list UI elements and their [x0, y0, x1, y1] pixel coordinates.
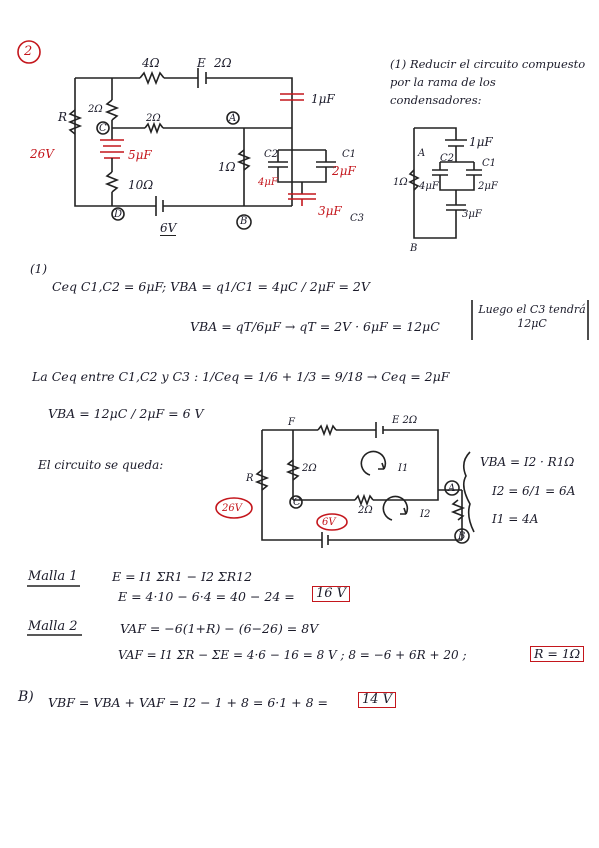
- c2-c1-value: 2μF: [478, 181, 498, 192]
- c1-r-10: 10Ω: [128, 178, 154, 192]
- c1-c3-label: C3: [350, 213, 365, 224]
- c1-c2-label: C2: [264, 149, 279, 160]
- partB-eq: VBF = VBA + VAF = I2 − 1 + 8 = 6·1 + 8 =: [48, 695, 329, 710]
- c1-node-a: A: [229, 113, 237, 124]
- c2-c2-value: 4μF: [419, 181, 439, 192]
- c1-node-c: C: [99, 123, 107, 134]
- malla1-eq2: E = 4·10 − 6·4 = 40 − 24 =: [118, 589, 295, 604]
- c1-r-mid: 2Ω: [146, 113, 161, 124]
- c1-cap-top: 1μF: [311, 92, 335, 106]
- malla1-label: Malla 1: [28, 569, 78, 584]
- circuit-2: [408, 127, 482, 239]
- solution-line1b: ; VBA = q1/C1 = 4μC / 2μF = 2V: [162, 279, 370, 294]
- c2-c2-label: C2: [440, 153, 455, 164]
- c1-node-d: D: [114, 209, 123, 220]
- problem-number-circle: [17, 40, 41, 64]
- c1-c3-value: 3μF: [318, 204, 342, 218]
- eq-i2: I2 = 6/1 = 6A: [492, 484, 576, 498]
- c3-i1: I1: [398, 463, 409, 474]
- c2-c1-label: C1: [482, 158, 497, 169]
- c1-c2-value: 4μF: [258, 177, 278, 188]
- c1-cap-left: 5μF: [128, 148, 152, 162]
- circuit-1: [67, 68, 336, 230]
- c2-node-b: B: [410, 243, 418, 254]
- malla2-eq2: VAF = I1 ΣR − ΣE = 4·6 − 16 = 8 V ; 8 = …: [118, 648, 467, 662]
- c3-emf: E 2Ω: [392, 415, 418, 426]
- c2-node-a: A: [418, 148, 426, 159]
- malla2-eq1: VAF = −6(1+R) − (6−26) = 8V: [120, 621, 319, 636]
- solution-line3: La Ceq entre C1,C2 y C3 : 1/Ceq = 1/6 + …: [32, 369, 450, 384]
- c1-r-left-small: 2Ω: [88, 104, 103, 115]
- c1-r-emf-top: 2Ω: [214, 56, 232, 70]
- malla1-eq1: E = I1 ΣR1 − I2 ΣR12: [112, 569, 253, 584]
- c2-cap-top: 1μF: [469, 135, 493, 149]
- part1-note: (1) Reducir el circuito compuesto por la…: [390, 57, 586, 107]
- malla1-result: 16 V: [312, 586, 351, 602]
- note-bracket: [471, 300, 589, 340]
- c1-emf-left: 26V: [30, 147, 54, 161]
- eq-vba: VBA = I2 · R1Ω: [480, 455, 575, 469]
- c1-node-b: B: [240, 216, 248, 227]
- c1-r-left: R: [58, 110, 68, 124]
- c3-emf-6v: 6V: [322, 517, 336, 528]
- eq-i1: I1 = 4A: [492, 512, 539, 526]
- c3-node-c: C: [293, 497, 301, 508]
- circuit-remains-text: El circuito se queda:: [38, 458, 164, 472]
- circuit-3: [215, 422, 475, 548]
- c2-c3-value: 3μF: [462, 209, 482, 220]
- c3-node-f: F: [288, 417, 295, 428]
- solution-marker-1: (1): [30, 262, 47, 276]
- c3-emf-26v: 26V: [222, 503, 242, 514]
- c3-node-a: A: [448, 483, 456, 494]
- c1-r-1: 1Ω: [218, 160, 236, 174]
- malla2-result: R = 1Ω: [530, 646, 585, 662]
- c2-r: 1Ω: [393, 177, 408, 188]
- c3-r2a: 2Ω: [302, 463, 317, 474]
- c3-node-b: B: [458, 531, 466, 542]
- c1-c1-label: C1: [342, 149, 357, 160]
- solution-note: Luego el C3 tendrá 12μC: [478, 303, 586, 330]
- c1-r-top: 4Ω: [142, 56, 160, 70]
- solution-line2: VBA = qT/6μF → qT = 2V · 6μF = 12μC: [190, 319, 440, 334]
- c3-i2: I2: [420, 509, 431, 520]
- c3-r2b: 2Ω: [358, 505, 373, 516]
- c1-c1-value: 2μF: [332, 164, 356, 178]
- c1-emf-bottom: 6V: [160, 221, 177, 236]
- c1-emf-top: E: [197, 56, 206, 70]
- c3-r: R: [246, 473, 254, 484]
- partB-result: 14 V: [358, 692, 397, 708]
- partB-label: B): [18, 689, 34, 705]
- solution-line4: VBA = 12μC / 2μF = 6 V: [48, 406, 204, 421]
- malla2-label: Malla 2: [28, 619, 78, 634]
- solution-line1a: Ceq C1,C2 = 6μF: [52, 279, 164, 294]
- problem-number: 2: [24, 44, 33, 59]
